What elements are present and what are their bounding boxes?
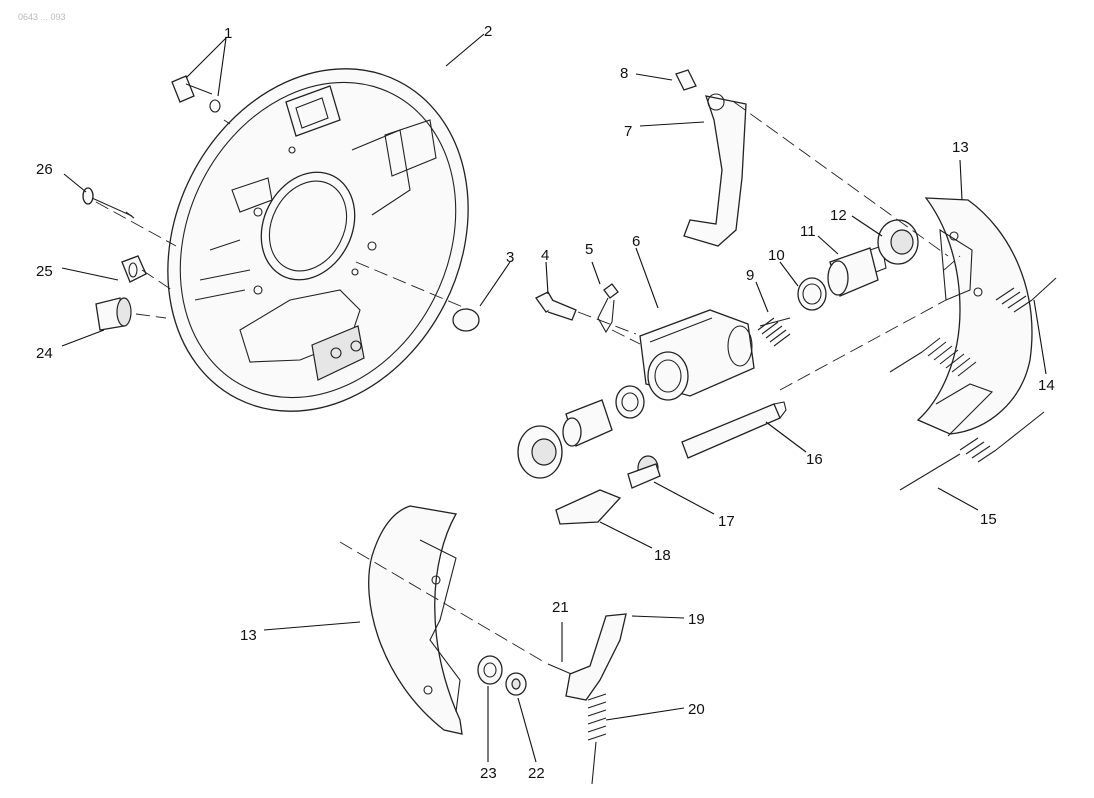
callout-5: 5 [585,241,593,258]
cylinder-boot-right [877,219,919,265]
callout-11: 11 [800,223,816,240]
callout-25: 25 [36,263,53,280]
callout-24: 24 [36,345,53,362]
callout-16: 16 [806,451,823,468]
cylinder-cup-right [797,277,827,311]
leader-lines [61,33,1047,763]
cylinder-cup-left [615,385,645,419]
adjuster-screw [681,401,787,459]
corner-mark: 0643 ... 093 [18,12,66,22]
callout-4: 4 [541,247,549,264]
callout-15: 15 [980,511,997,528]
callout-9: 9 [746,267,754,284]
callout-8: 8 [620,65,628,82]
wheel-cylinder-bleeder [535,291,577,321]
callout-17: 17 [718,513,735,530]
brake-shoe-left [368,505,463,735]
lever-pin [675,69,697,91]
brake-shoe-right [916,197,1033,437]
parking-brake-strut-lever [683,93,747,247]
callout-14: 14 [1038,377,1055,394]
callout-1: 1 [224,25,232,42]
adjuster-spring [899,411,1045,491]
access-plug [452,308,480,332]
wheel-cylinder-body [639,309,755,401]
return-spring [889,277,1057,377]
callouts: 1 2 3 4 5 6 7 8 9 10 11 12 13 13 14 15 1… [36,23,1055,782]
callout-10: 10 [768,247,785,264]
hold-down-spring [477,655,503,685]
bleeder-screw [82,187,135,219]
callout-22: 22 [528,765,545,782]
adjuster-socket [555,489,622,525]
callout-12: 12 [830,207,847,224]
callout-19: 19 [688,611,705,628]
callout-26: 26 [36,161,53,178]
cylinder-boot-left [517,425,563,479]
callout-6: 6 [632,233,640,250]
hold-down-cup [505,672,527,696]
cylinder-piston-right [827,245,887,297]
alignment-lines [95,101,961,663]
backing-plate [167,68,469,412]
cylinder-piston-left [562,399,613,447]
grommet [121,255,147,283]
callout-18: 18 [654,547,671,564]
callout-7: 7 [624,123,632,140]
callout-21: 21 [552,599,569,616]
callout-3: 3 [506,249,514,266]
callout-13-upper: 13 [952,139,969,156]
callout-2: 2 [484,23,492,40]
adjuster-wheel [627,455,661,489]
mounting-bolt-and-lockwasher [171,75,221,113]
adjuster-lever [565,613,627,701]
adjuster-plug [95,297,132,331]
callout-20: 20 [688,701,705,718]
callout-23: 23 [480,765,497,782]
adjuster-lever-spring [587,693,607,785]
callout-13-lower: 13 [240,627,257,644]
link-pin [597,283,619,334]
cylinder-spring [757,317,791,347]
